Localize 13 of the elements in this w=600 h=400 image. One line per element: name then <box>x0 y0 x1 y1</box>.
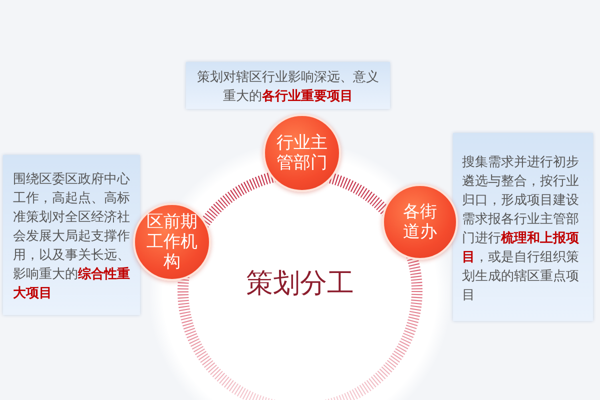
description-text: 围绕区委区政府中心工作，高起点、高标准策划对全区经济社会发展大局起支撑作用，以及事关长远、影响重大的综合性重大项目 <box>13 171 131 303</box>
description-box <box>3 155 140 315</box>
role-circle <box>382 184 458 260</box>
description-box <box>453 133 593 321</box>
role-circle <box>133 203 211 281</box>
circle-label: 区前期工作机构 <box>146 212 198 272</box>
description-text: 策划对辖区行业影响深远、意义重大的各行业重要项目 <box>196 69 380 106</box>
description-text: 搜集需求并进行初步遴选与整合，按行业归口，形成项目建设需求报各行业主管部门进行梳理和上报项目，或是自行组织策划生成的辖区重点项目 <box>462 154 580 305</box>
role-circle <box>263 114 341 192</box>
circle-label: 行业主管部门 <box>276 133 328 173</box>
center-title: 策划分工 <box>246 269 354 299</box>
description-box <box>186 62 390 109</box>
circle-label: 各街道办 <box>402 202 438 242</box>
